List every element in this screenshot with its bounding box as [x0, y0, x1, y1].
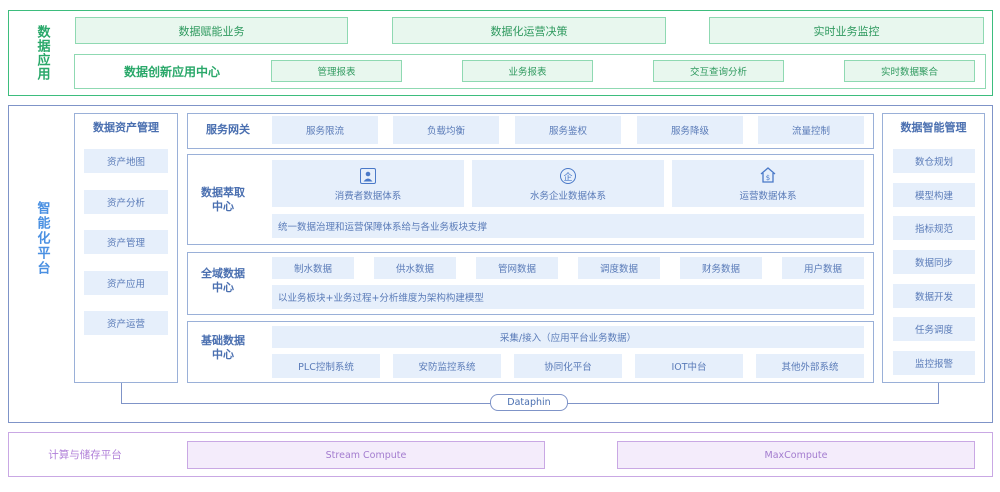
innovation-center-box [74, 54, 986, 89]
system-enterprise-label: 水务企业数据体系 [529, 191, 606, 202]
compute-storage-section [8, 432, 993, 477]
global-item-water-supply[interactable]: 供水数据 [374, 257, 456, 279]
extract-center-section [187, 154, 874, 245]
stream-compute-box[interactable]: Stream Compute [187, 441, 545, 469]
system-consumer[interactable]: 消费者数据体系 [272, 160, 464, 207]
global-center-section [187, 252, 874, 315]
intel-item-model-build[interactable]: 模型构建 [893, 183, 975, 207]
asset-item-management[interactable]: 资产管理 [84, 230, 168, 254]
global-item-finance[interactable]: 财务数据 [680, 257, 762, 279]
intelligent-platform-section [8, 105, 993, 423]
dataphin-bracket-left [121, 383, 122, 403]
intel-item-data-sync[interactable]: 数据同步 [893, 250, 975, 274]
system-operation[interactable]: $ 运营数据体系 [672, 160, 864, 207]
base-item-plc[interactable]: PLC控制系统 [272, 354, 380, 378]
intel-item-data-dev[interactable]: 数据开发 [893, 284, 975, 308]
intelligent-management-title: 数据智能管理 [900, 121, 967, 134]
dataphin-label[interactable]: Dataphin [490, 394, 568, 411]
asset-item-analysis[interactable]: 资产分析 [84, 190, 168, 214]
gateway-item-rate-limit[interactable]: 服务限流 [272, 116, 378, 144]
enterprise-icon: 企 [560, 168, 576, 184]
global-item-water-production[interactable]: 制水数据 [272, 257, 354, 279]
global-item-pipe-network[interactable]: 管网数据 [476, 257, 558, 279]
asset-management-column [74, 113, 178, 383]
gateway-item-degrade[interactable]: 服务降级 [637, 116, 743, 144]
intelligent-management-column [882, 113, 985, 383]
maxcompute-box[interactable]: MaxCompute [617, 441, 975, 469]
app-center-item-interactive-query[interactable]: 交互查询分析 [653, 60, 784, 82]
system-enterprise[interactable]: 企 水务企业数据体系 [472, 160, 664, 207]
app-top-item-realtime-monitor[interactable]: 实时业务监控 [709, 17, 984, 44]
global-center-title: 全域数据中心 [201, 267, 245, 294]
system-operation-label: 运营数据体系 [739, 191, 797, 202]
extract-center-note: 统一数据治理和运营保障体系给与各业务板块支撑 [272, 214, 864, 238]
intel-item-metric-spec[interactable]: 指标规范 [893, 216, 975, 240]
gateway-item-traffic-control[interactable]: 流量控制 [758, 116, 864, 144]
gateway-item-auth[interactable]: 服务鉴权 [515, 116, 621, 144]
system-consumer-label: 消费者数据体系 [334, 191, 402, 202]
svg-text:$: $ [766, 174, 770, 182]
global-center-note: 以业务板块+业务过程+分析维度为架构构建模型 [272, 285, 864, 309]
global-item-user[interactable]: 用户数据 [782, 257, 864, 279]
app-center-item-management-report[interactable]: 管理报表 [271, 60, 402, 82]
intel-item-task-schedule[interactable]: 任务调度 [893, 317, 975, 341]
base-item-iot[interactable]: IOT中台 [635, 354, 743, 378]
extract-center-title: 数据萃取中心 [201, 186, 245, 213]
asset-management-title: 数据资产管理 [93, 121, 159, 134]
asset-item-operation[interactable]: 资产运营 [84, 311, 168, 335]
base-center-title: 基础数据中心 [201, 334, 245, 361]
money-house-icon: $ [759, 166, 777, 184]
base-center-section [187, 321, 874, 383]
data-application-section [8, 10, 993, 96]
asset-item-application[interactable]: 资产应用 [84, 271, 168, 295]
dataphin-bracket-right [938, 383, 939, 403]
service-gateway-title: 服务网关 [206, 123, 250, 136]
base-item-external[interactable]: 其他外部系统 [756, 354, 864, 378]
global-item-dispatch[interactable]: 调度数据 [578, 257, 660, 279]
base-item-security-monitor[interactable]: 安防监控系统 [393, 354, 501, 378]
app-top-item-enablement[interactable]: 数据赋能业务 [75, 17, 348, 44]
compute-storage-title: 计算与储存平台 [48, 449, 122, 461]
intelligent-platform-title: 智能化平台 [34, 200, 50, 276]
intel-item-monitor-alert[interactable]: 监控报警 [893, 351, 975, 375]
person-icon [360, 168, 376, 184]
base-item-collaboration[interactable]: 协同化平台 [514, 354, 622, 378]
service-gateway-section [187, 113, 874, 149]
intel-item-warehouse-planning[interactable]: 数仓规划 [893, 149, 975, 173]
innovation-center-title: 数据创新应用中心 [124, 64, 221, 79]
data-application-title: 数据应用 [34, 25, 50, 81]
gateway-item-load-balance[interactable]: 负载均衡 [393, 116, 499, 144]
app-center-item-business-report[interactable]: 业务报表 [462, 60, 593, 82]
app-top-item-operation-decision[interactable]: 数据化运营决策 [392, 17, 666, 44]
base-center-collect: 采集/接入（应用平台业务数据） [272, 326, 864, 348]
app-center-item-realtime-aggregation[interactable]: 实时数据聚合 [844, 60, 975, 82]
asset-item-map[interactable]: 资产地图 [84, 149, 168, 173]
